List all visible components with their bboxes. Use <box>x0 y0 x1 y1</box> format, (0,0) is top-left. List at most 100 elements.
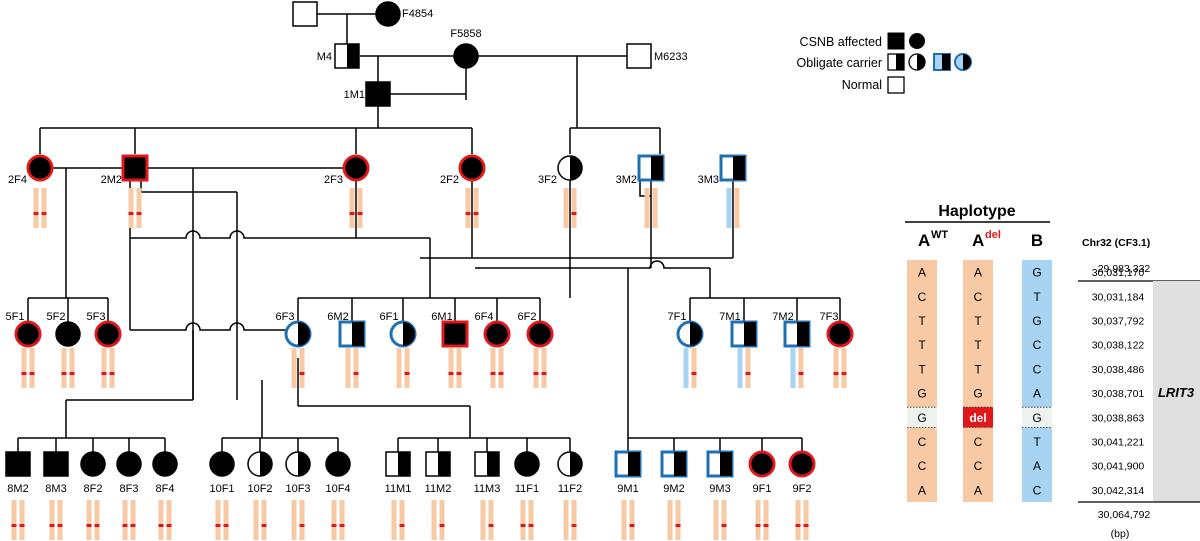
haplotype-bars-9M3 <box>713 500 727 540</box>
individual-9F2 <box>788 450 816 540</box>
haplotype-bars-5F2 <box>61 348 75 388</box>
haplotype-bars-6F3 <box>291 348 305 388</box>
individual-11M2 <box>425 451 451 540</box>
haplotype-bar-B <box>1022 260 1052 502</box>
individual-6F1 <box>389 320 417 388</box>
allele-A_del-9: A <box>974 483 982 497</box>
label-5F2: 5F2 <box>47 311 66 323</box>
haplotype-bars-9F1 <box>755 500 769 540</box>
label-11F2: 11F2 <box>558 483 582 495</box>
haplotype-col-a-del: A del <box>972 229 1001 250</box>
individual-top_founder_male <box>292 1 318 27</box>
allele-B-9: C <box>1033 483 1042 497</box>
individual-5F1 <box>14 320 42 388</box>
label-5F1: 5F1 <box>6 311 25 323</box>
label-7F3: 7F3 <box>820 311 839 323</box>
label-F4854: F4854 <box>402 8 433 20</box>
gene-label: LRIT3 <box>1158 385 1195 400</box>
haplotype-bar-A_WT <box>907 260 937 502</box>
label-8F3: 8F3 <box>120 483 139 495</box>
label-9M2: 9M2 <box>663 483 684 495</box>
individual-10F1 <box>209 451 235 540</box>
haplotype-bars-7F3 <box>833 348 847 388</box>
position-3: 30,038,122 <box>1092 340 1145 352</box>
individual-8F2 <box>80 451 106 540</box>
label-6F4: 6F4 <box>475 311 494 323</box>
individual-6F3 <box>284 320 312 388</box>
label-M6233: M6233 <box>654 51 688 63</box>
svg-text:A: A <box>972 231 984 250</box>
legend-normal-square <box>887 76 905 94</box>
haplotype-bars-3M3 <box>726 188 740 228</box>
haplotype-bars-7M1 <box>737 348 751 388</box>
individual-3F2 <box>557 155 583 228</box>
label-2M2: 2M2 <box>101 174 122 186</box>
haplotype-bars-7M2 <box>790 348 804 388</box>
allele-A_WT-0: A <box>918 266 926 280</box>
haplotype-bars-7F1 <box>683 348 697 388</box>
haplotype-bars-11F1 <box>520 500 534 540</box>
haplotype-bars-10F4 <box>331 500 345 540</box>
individual-F5858 <box>453 43 479 69</box>
label-7M2: 7M2 <box>772 311 793 323</box>
label-2F2: 2F2 <box>440 174 459 186</box>
individual-5F2 <box>55 321 81 388</box>
haplotype-bars-9M1 <box>621 500 635 540</box>
haplotype-bars-9M2 <box>667 500 681 540</box>
allele-A_WT-9: A <box>918 483 926 497</box>
chromosome-label: Chr32 (CF3.1) <box>1082 237 1150 249</box>
haplotype-bars-2M2 <box>128 188 142 228</box>
haplotype-bars-11M1 <box>391 500 405 540</box>
haplotype-bars-8M3 <box>49 500 63 540</box>
label-3M2: 3M2 <box>616 174 637 186</box>
allele-A_del-5: G <box>973 387 982 401</box>
individual-8M2 <box>5 451 31 540</box>
individual-7F1 <box>676 320 704 388</box>
allele-B-7: T <box>1033 435 1041 449</box>
individual-2F3 <box>342 154 370 228</box>
label-6F1: 6F1 <box>380 311 399 323</box>
individual-11F2 <box>557 451 583 540</box>
label-11M2: 11M2 <box>425 483 452 495</box>
haplotype-bars-8F2 <box>86 500 100 540</box>
individual-10F4 <box>325 451 351 540</box>
legend-carrier-circle <box>908 53 926 71</box>
allele-A_WT-4: T <box>918 362 926 376</box>
legend-carrier-square <box>887 53 905 71</box>
haplotype-bars <box>907 260 1052 502</box>
label-6M2: 6M2 <box>327 311 348 323</box>
allele-B-3: C <box>1033 338 1042 352</box>
allele-A_del-6: del <box>969 411 986 425</box>
position-5: 30,038,701 <box>1092 388 1145 400</box>
label-9M3: 9M3 <box>709 483 730 495</box>
allele-B-5: A <box>1033 387 1041 401</box>
haplotype-bars-9F2 <box>795 500 809 540</box>
haplotype-bars-2F4 <box>33 188 47 228</box>
label-8M3: 8M3 <box>45 483 66 495</box>
individual-1M1 <box>365 81 391 107</box>
svg-text:A: A <box>918 231 930 250</box>
individual-11F1 <box>514 451 540 540</box>
individual-3M3 <box>719 154 747 228</box>
label-7M1: 7M1 <box>719 311 740 323</box>
haplotype-bars-3M2 <box>644 188 658 228</box>
allele-A_del-2: T <box>974 314 982 328</box>
individual-F4854 <box>375 1 401 27</box>
individual-8F3 <box>116 451 142 540</box>
haplotype-bars-8F3 <box>122 500 136 540</box>
haplotype-bars-5F1 <box>21 348 35 388</box>
variant-cell-A_WT <box>907 407 937 428</box>
label-6F2: 6F2 <box>518 311 537 323</box>
individual-2M2 <box>121 154 149 228</box>
haplotype-bars-11M2 <box>431 500 445 540</box>
haplotype-bars-8F4 <box>158 500 172 540</box>
haplotype-bars-2F2 <box>465 188 479 228</box>
allele-A_del-3: T <box>974 338 982 352</box>
label-1M1: 1M1 <box>344 89 365 101</box>
pedigree-symbols <box>5 1 854 540</box>
allele-A_WT-2: T <box>918 314 926 328</box>
bottom-position: 30,064,792 <box>1098 509 1151 521</box>
individual-3M2 <box>637 154 665 228</box>
haplotype-bars-5F3 <box>101 348 115 388</box>
